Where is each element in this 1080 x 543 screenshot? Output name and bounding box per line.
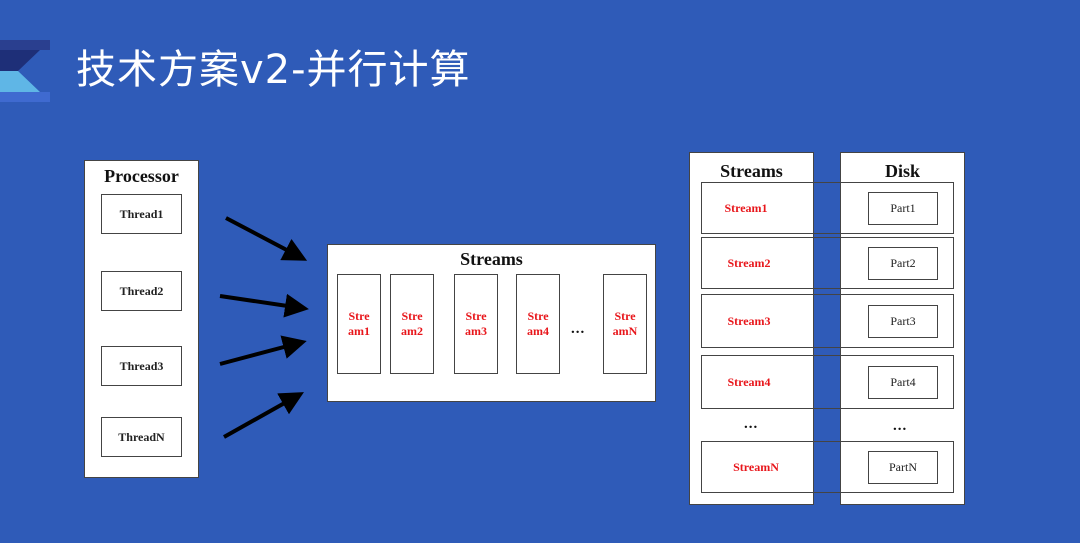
stream-label: Stream4 <box>727 374 771 389</box>
processor-panel: Processor Thread1 Thread2 Thread3 Thread… <box>84 160 199 478</box>
row-box <box>701 441 954 493</box>
stream-label: Stream3 <box>727 313 771 328</box>
thread-box: Thread2 <box>101 271 182 311</box>
part-box: Part1 <box>868 192 938 225</box>
thread-box: Thread3 <box>101 346 182 386</box>
stream-label: Stream2 <box>727 255 771 270</box>
stream-label: Stream1 <box>724 200 768 215</box>
ellipsis: ... <box>571 321 586 337</box>
arrow-thread3 <box>219 335 307 366</box>
streams-title: Streams <box>460 249 523 269</box>
thread-box: ThreadN <box>101 417 182 457</box>
logo-icon <box>0 40 50 102</box>
ellipsis: ... <box>744 416 759 432</box>
processor-title: Processor <box>104 166 179 186</box>
disk-title: Disk <box>884 161 920 181</box>
page-title: 技术方案v2-并行计算 <box>76 47 471 93</box>
part-box: PartN <box>868 451 938 484</box>
arrow-threadN <box>223 392 304 439</box>
arrow-thread1 <box>225 216 308 261</box>
stream-label: StreamN <box>733 459 779 474</box>
streams-right-panel: Streams <box>689 152 814 505</box>
row-box <box>701 355 954 409</box>
part-box: Part3 <box>868 305 938 338</box>
streams-right-title: Streams <box>720 161 783 181</box>
part-box: Part2 <box>868 247 938 280</box>
arrow-thread2 <box>219 293 309 318</box>
thread-box: Thread1 <box>101 194 182 234</box>
row-box <box>701 294 954 348</box>
row-box <box>701 182 954 234</box>
disk-panel: Disk Part1 Part2 Part3 Part4 ... PartN <box>840 152 965 505</box>
part-box: Part4 <box>868 366 938 399</box>
row-box <box>701 237 954 289</box>
ellipsis: ... <box>893 418 908 434</box>
